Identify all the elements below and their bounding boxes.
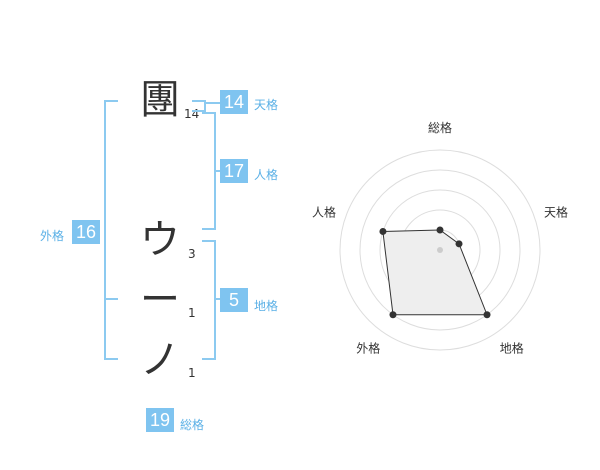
- chikaku-label: 地格: [254, 299, 279, 313]
- chikaku-bracket-vertical: [214, 240, 216, 360]
- jinkaku-bracket-bottom: [202, 228, 216, 230]
- jinkaku-value-box: 17: [220, 159, 248, 183]
- radar-points: [379, 226, 491, 319]
- tenkaku-bracket-bottom: [192, 110, 206, 112]
- radar-axis-label-5: 人格: [312, 204, 336, 219]
- radar-axis-label-2: 天格: [544, 204, 568, 219]
- radar-axis-label-4: 外格: [356, 341, 380, 356]
- radar-point-5: [379, 227, 387, 235]
- name-char-1: 團: [140, 77, 180, 123]
- chikaku-bracket-bottom: [202, 358, 216, 360]
- radar-ring-4: [359, 169, 521, 331]
- gaikaku-bracket-bottom: [104, 358, 118, 360]
- stroke-count-4: 1: [188, 366, 196, 380]
- radar-ring-5: [339, 149, 541, 351]
- name-char-2: ウ: [140, 217, 180, 263]
- tenkaku-bracket-top: [192, 100, 206, 102]
- radar-area: [382, 229, 488, 316]
- tenkaku-connector: [206, 102, 220, 104]
- chikaku-connector: [216, 298, 222, 300]
- gaikaku-label: 外格: [40, 229, 65, 243]
- radar-point-1: [436, 226, 444, 234]
- radar-center-dot: [437, 247, 443, 253]
- radar-point-4: [389, 311, 397, 319]
- tenkaku-bracket-vertical: [204, 100, 206, 112]
- gaikaku-value-box: 16: [72, 220, 100, 244]
- radar-point-3: [483, 311, 491, 319]
- chikaku-value-box: 5: [220, 288, 248, 312]
- stroke-count-3: 1: [188, 306, 196, 320]
- name-char-3: ー: [140, 277, 180, 323]
- radar-axis-label-1: 総格: [428, 120, 452, 135]
- soukaku-label: 総格: [180, 418, 205, 432]
- chikaku-bracket-top: [202, 240, 216, 242]
- gaikaku-bracket-middle: [104, 298, 118, 300]
- jinkaku-bracket-top: [202, 112, 216, 114]
- jinkaku-connector: [216, 170, 222, 172]
- radar-point-2: [455, 240, 463, 248]
- gaikaku-bracket-top: [104, 100, 118, 102]
- jinkaku-bracket-vertical: [214, 112, 216, 230]
- soukaku-value-box: 19: [146, 408, 174, 432]
- gaikaku-bracket-vertical: [104, 100, 106, 360]
- radar-axis-label-3: 地格: [500, 341, 524, 356]
- tenkaku-label: 天格: [254, 98, 279, 112]
- stroke-count-2: 3: [188, 247, 196, 261]
- tenkaku-value-box: 14: [220, 90, 248, 114]
- name-char-4: ノ: [140, 337, 180, 383]
- jinkaku-label: 人格: [254, 168, 279, 182]
